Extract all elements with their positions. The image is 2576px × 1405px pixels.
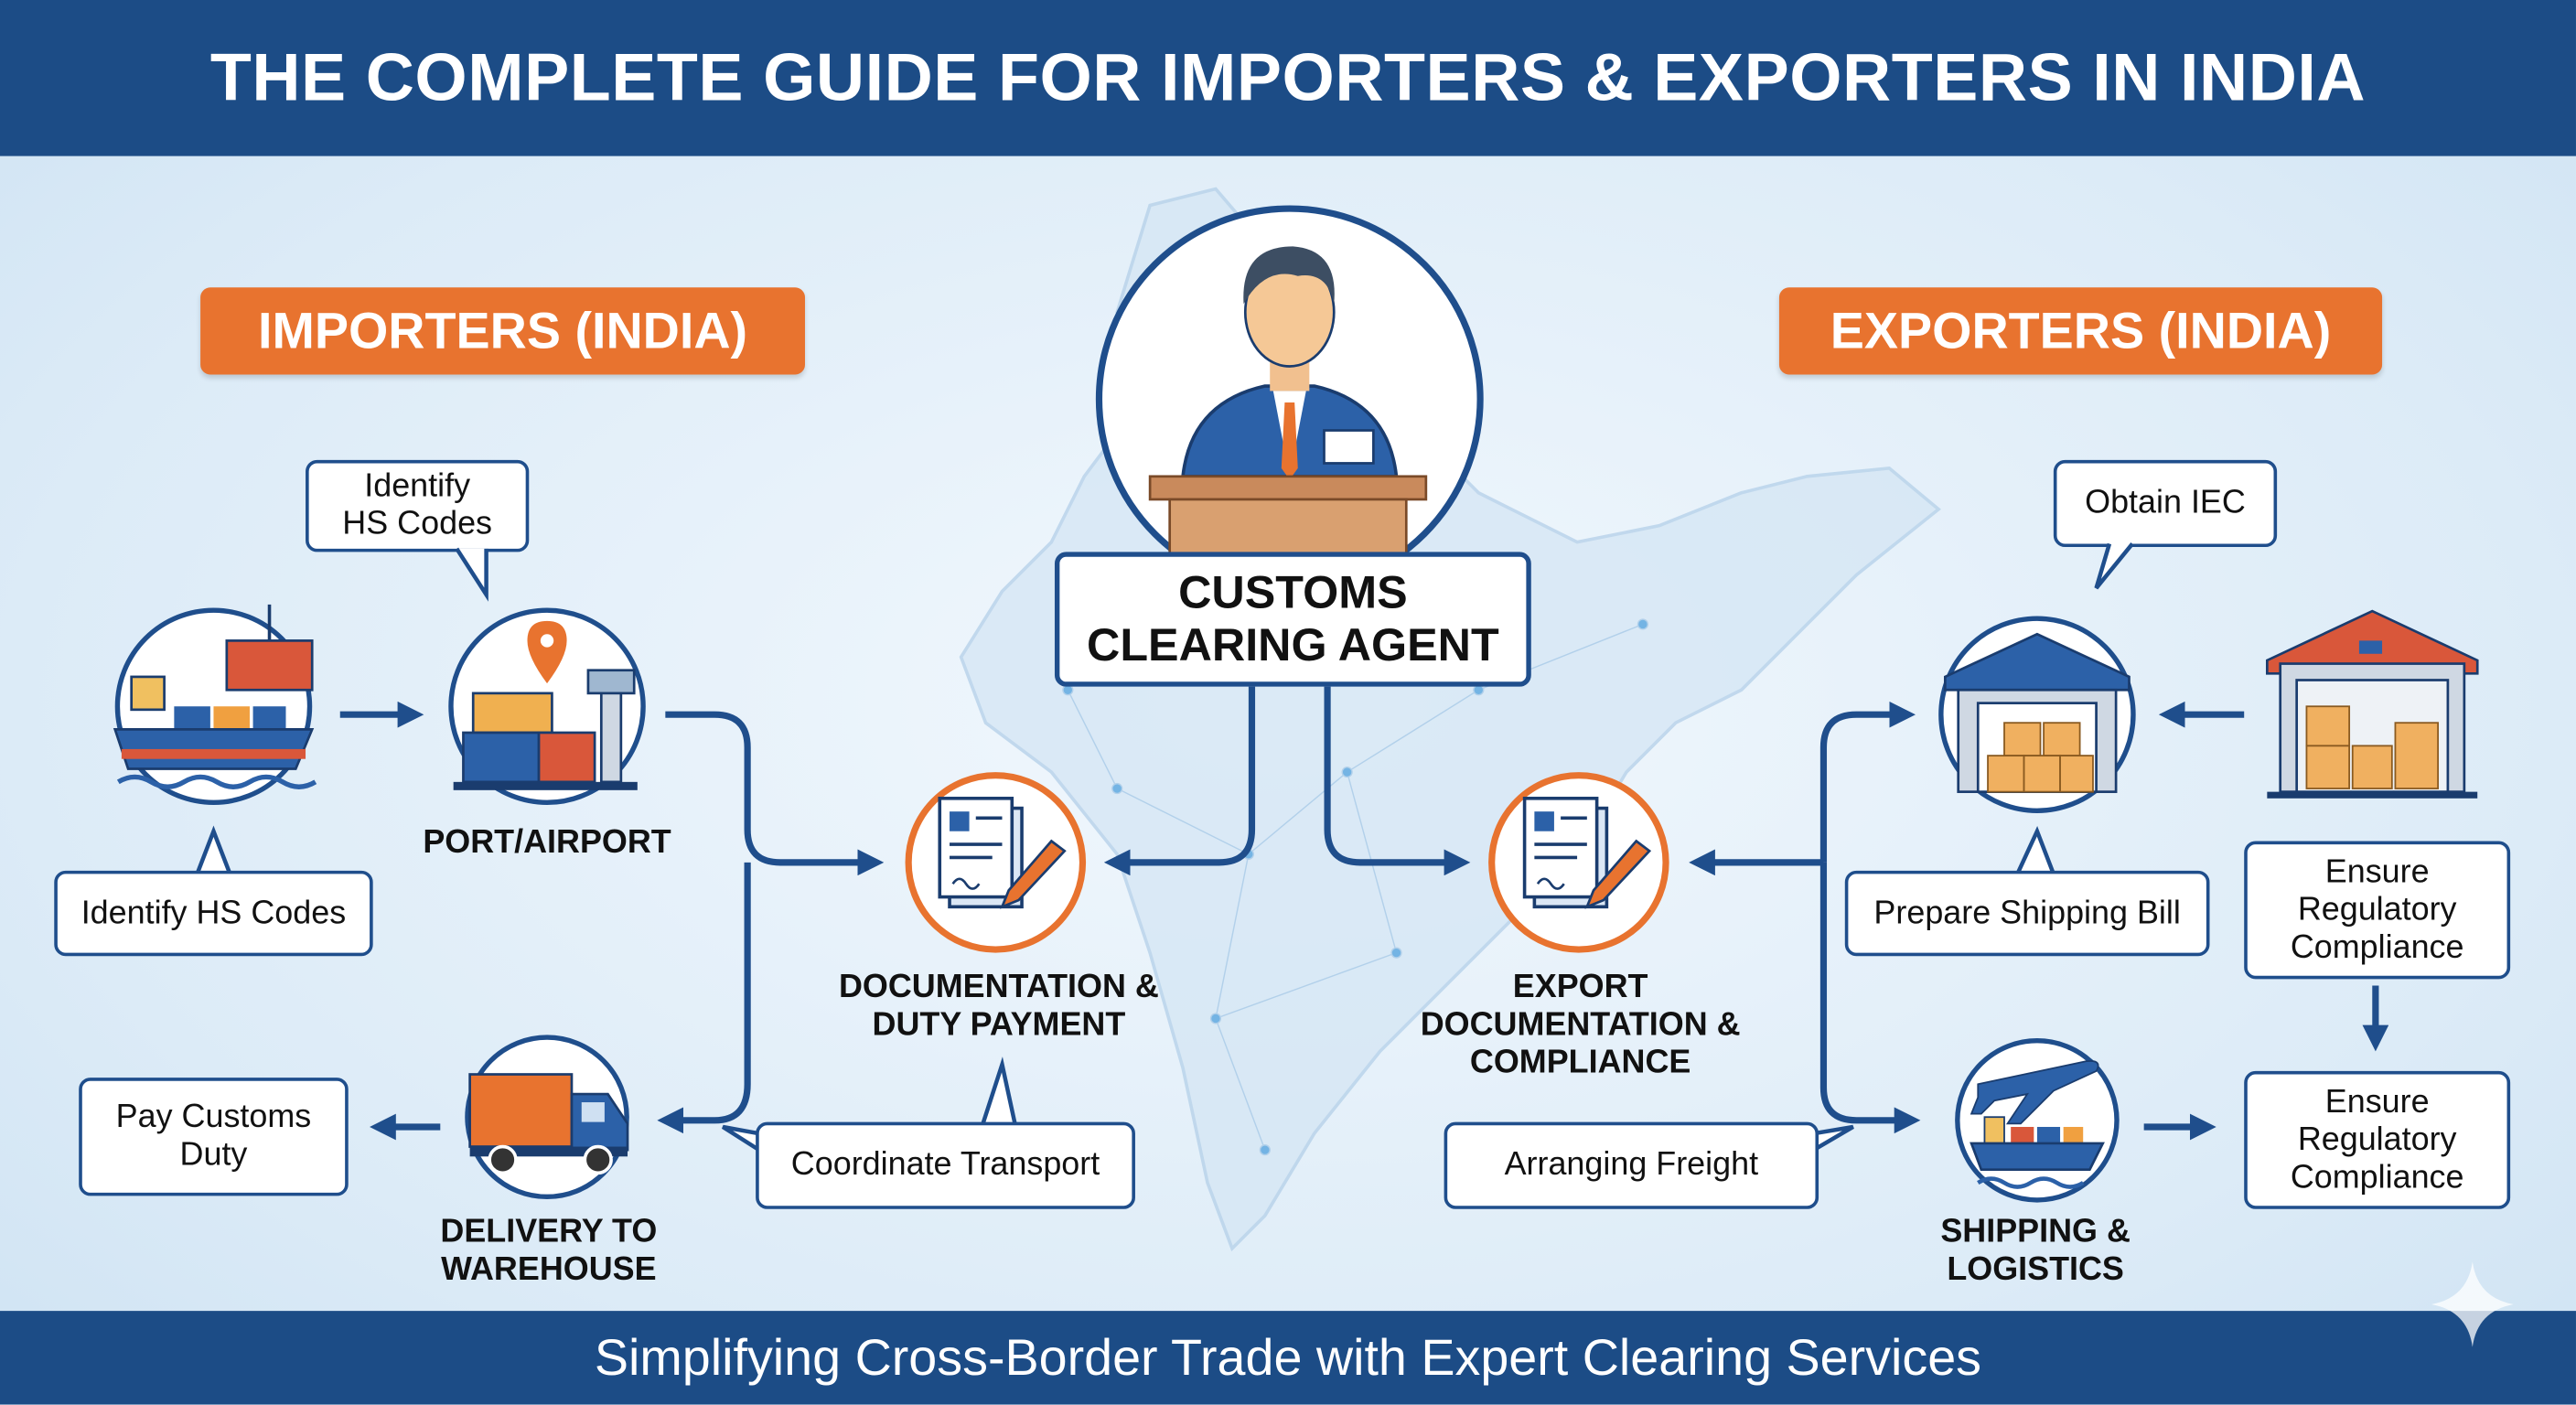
identify-hs-codes-box: Identify HS Codes [54, 870, 373, 957]
identify-hs-codes-bubble-top: Identify HS Codes [306, 459, 530, 552]
arrow-to-export-warehouse [1819, 701, 1916, 863]
delivery-to-warehouse-label: DELIVERY TO WAREHOUSE [440, 1214, 657, 1290]
box-text: Regulatory [2297, 891, 2457, 928]
importers-heading: IMPORTERS (INDIA) [200, 287, 805, 375]
box-text: Duty [179, 1136, 248, 1174]
label-line: DUTY PAYMENT [872, 1006, 1126, 1044]
label-line: LOGISTICS [1947, 1251, 2124, 1288]
label-line: DOCUMENTATION & [838, 969, 1159, 1006]
page-title: THE COMPLETE GUIDE FOR IMPORTERS & EXPOR… [0, 0, 2576, 156]
arrow-agent-to-documentation [1103, 686, 1256, 876]
arrow-to-shipping [1819, 862, 1921, 1134]
box-text: Ensure [2324, 853, 2430, 890]
export-documentation-compliance-label: EXPORT DOCUMENTATION & COMPLIANCE [1421, 970, 1741, 1083]
arranging-freight-box: Arranging Freight [1444, 1121, 1819, 1209]
coordinate-transport-box: Coordinate Transport [756, 1121, 1135, 1209]
bubble-text: Identify [364, 467, 471, 505]
documentation-duty-payment-label: DOCUMENTATION & DUTY PAYMENT [839, 970, 1159, 1046]
box-text: Pay Customs [115, 1099, 312, 1135]
box-text: Ensure [2324, 1083, 2430, 1120]
footer-tagline: Simplifying Cross-Border Trade with Expe… [0, 1311, 2576, 1405]
ensure-regulatory-compliance-box-1: Ensure Regulatory Compliance [2244, 841, 2511, 980]
port-airport-label: PORT/AIRPORT [423, 824, 671, 862]
label-line: DELIVERY TO [440, 1214, 658, 1250]
box-text: Compliance [2290, 928, 2464, 966]
customs-clearing-agent-label: CUSTOMS CLEARING AGENT [1054, 552, 1531, 687]
box-text: Regulatory [2297, 1121, 2457, 1158]
agent-label-line1: CUSTOMS [1178, 566, 1408, 617]
ensure-regulatory-compliance-box-2: Ensure Regulatory Compliance [2244, 1070, 2511, 1209]
label-line: COMPLIANCE [1469, 1045, 1691, 1081]
prepare-shipping-bill-box: Prepare Shipping Bill [1844, 870, 2210, 957]
box-text: Compliance [2290, 1159, 2464, 1196]
agent-label-line2: CLEARING AGENT [1087, 619, 1499, 670]
obtain-iec-bubble: Obtain IEC [2053, 459, 2278, 548]
arrow-port-to-documentation [665, 711, 885, 876]
label-line: SHIPPING & [1940, 1214, 2131, 1250]
pay-customs-duty-box: Pay Customs Duty [79, 1078, 349, 1196]
exporters-heading: EXPORTERS (INDIA) [1778, 287, 2383, 375]
arrow-agent-to-export-documentation [1324, 686, 1471, 876]
arrow-to-truck [657, 862, 751, 1134]
shipping-logistics-label: SHIPPING & LOGISTICS [1940, 1214, 2131, 1290]
label-line: DOCUMENTATION & [1420, 1006, 1741, 1044]
bubble-text: HS Codes [342, 506, 493, 542]
label-line: EXPORT [1512, 969, 1648, 1006]
label-line: WAREHOUSE [441, 1251, 657, 1288]
